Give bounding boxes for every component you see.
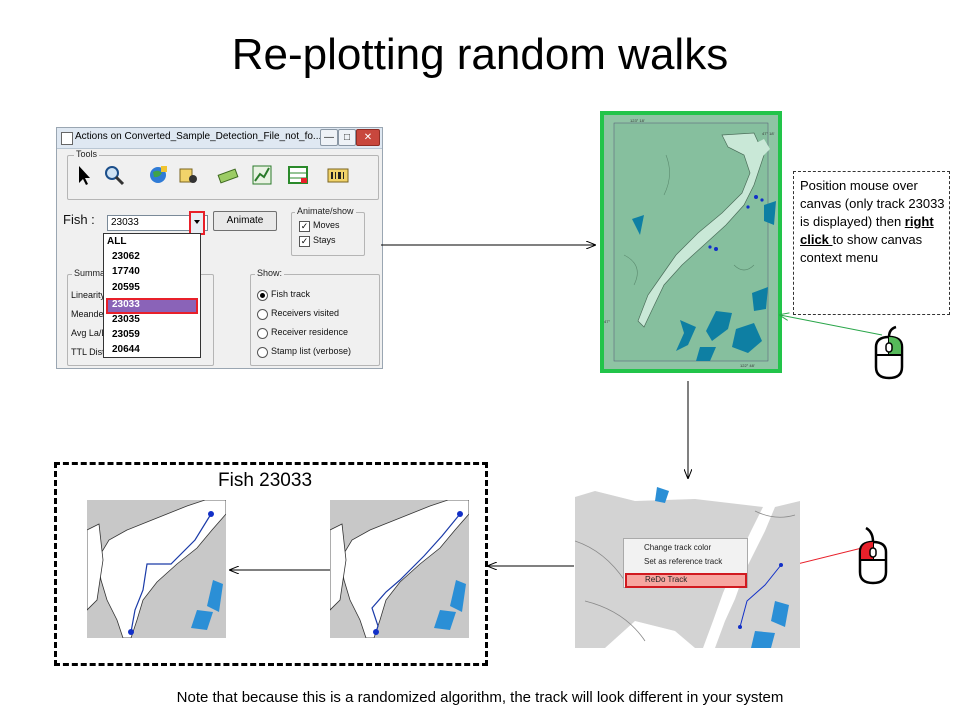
dropdown-selection-highlight xyxy=(106,298,198,314)
show-group: Show: xyxy=(250,268,380,366)
map-canvas-drawing: 123° 18' 47° 18' 47° 122° 48' xyxy=(604,118,776,368)
zoom-tool-icon[interactable] xyxy=(103,164,125,186)
random-walk-left-drawing xyxy=(87,500,226,638)
barcode-tool-icon[interactable] xyxy=(327,164,349,186)
dropdown-item[interactable]: 20644 xyxy=(112,344,140,355)
summary-row: Avg La/L xyxy=(71,328,107,338)
dropdown-item[interactable]: ALL xyxy=(107,236,127,247)
menu-item-redo-track[interactable]: ReDo Track xyxy=(625,573,747,588)
map-label: 122° 48' xyxy=(740,363,755,368)
chevron-down-icon xyxy=(194,220,200,224)
receiver-residence-radio[interactable] xyxy=(257,328,268,339)
dropdown-item[interactable]: 23035 xyxy=(112,314,140,325)
actions-window: Actions on Converted_Sample_Detection_Fi… xyxy=(56,127,383,369)
callout-text: Position mouse over canvas (only track 2… xyxy=(800,178,945,229)
animate-show-group: Animate/show xyxy=(291,206,365,256)
mouse-right-click-icon xyxy=(874,325,904,380)
context-map-drawing xyxy=(575,481,800,648)
moves-label: Moves xyxy=(313,220,340,230)
maximize-button[interactable]: □ xyxy=(338,129,356,146)
window-titlebar[interactable]: Actions on Converted_Sample_Detection_Fi… xyxy=(57,128,382,149)
redo-track-label: ReDo Track xyxy=(645,575,688,584)
map-canvas[interactable]: 123° 18' 47° 18' 47° 122° 48' xyxy=(600,111,782,373)
stays-label: Stays xyxy=(313,235,336,245)
close-button[interactable]: ✕ xyxy=(356,129,380,146)
app-icon xyxy=(61,132,73,145)
dropdown-item-selected[interactable]: 23033 xyxy=(112,299,140,310)
mouse-left-click-icon xyxy=(858,526,888,585)
summary-row: Meande xyxy=(71,309,104,319)
map-label: 47° xyxy=(604,319,610,324)
menu-item-set-reference[interactable]: Set as reference track xyxy=(644,557,723,566)
receiver-residence-label: Receiver residence xyxy=(271,327,349,337)
random-walk-right-drawing xyxy=(330,500,469,638)
fish-dropdown-list: ALL 23062 17740 20595 23033 23035 23059 … xyxy=(103,233,201,358)
tools-group-label: Tools xyxy=(74,149,100,159)
random-walk-panel-left xyxy=(87,500,226,638)
window-title: Actions on Converted_Sample_Detection_Fi… xyxy=(75,131,322,142)
map-label: 123° 18' xyxy=(630,118,645,123)
arrow-green-pointer xyxy=(780,315,883,336)
stamp-list-label: Stamp list (verbose) xyxy=(271,346,352,356)
map-label: 47° 18' xyxy=(762,131,775,136)
receivers-visited-label: Receivers visited xyxy=(271,308,340,318)
slide-title: Re-plotting random walks xyxy=(231,30,729,79)
callout-right-click: right click xyxy=(800,214,934,247)
instruction-callout: Position mouse over canvas (only track 2… xyxy=(793,171,950,315)
footer-note: Note that because this is a randomized a… xyxy=(176,689,784,706)
result-dashed-box xyxy=(54,462,488,666)
dropdown-item[interactable]: 23062 xyxy=(112,251,140,262)
fish-id-label: Fish 23033 xyxy=(218,470,313,491)
fish-track-label: Fish track xyxy=(271,289,311,299)
menu-item-change-color[interactable]: Change track color xyxy=(644,543,712,552)
table-tool-icon[interactable] xyxy=(287,164,309,186)
animate-show-label: Animate/show xyxy=(295,206,356,216)
dropdown-item[interactable]: 20595 xyxy=(112,282,140,293)
fish-combobox[interactable]: 23033 xyxy=(107,215,208,231)
receiver-tool-icon[interactable] xyxy=(177,164,199,186)
chart-tool-icon[interactable] xyxy=(251,164,273,186)
show-group-label: Show: xyxy=(255,268,285,278)
summary-group-label: Summar xyxy=(72,268,111,278)
minimize-button[interactable]: — xyxy=(320,129,338,146)
fish-track-radio[interactable] xyxy=(257,290,268,301)
tools-group: Tools xyxy=(67,149,379,200)
pointer-tool-icon[interactable] xyxy=(73,164,95,186)
random-walk-panel-right xyxy=(330,500,469,638)
draw-tool-icon[interactable] xyxy=(217,164,239,186)
animate-button[interactable]: Animate xyxy=(213,211,277,231)
dropdown-item[interactable]: 17740 xyxy=(112,266,140,277)
context-menu-map: Change track color Set as reference trac… xyxy=(575,481,800,648)
context-menu: Change track color Set as reference trac… xyxy=(623,538,748,588)
dropdown-item[interactable]: 23059 xyxy=(112,329,140,340)
globe-tool-icon[interactable] xyxy=(147,164,169,186)
stays-checkbox[interactable]: ✓ xyxy=(299,236,310,247)
fish-label: Fish : xyxy=(63,212,95,227)
callout-text-end: to show canvas context menu xyxy=(800,232,923,265)
summary-row: Linearity xyxy=(71,290,106,300)
receivers-visited-radio[interactable] xyxy=(257,309,268,320)
moves-checkbox[interactable]: ✓ xyxy=(299,221,310,232)
summary-row: TTL Dist xyxy=(71,347,105,357)
stamp-list-radio[interactable] xyxy=(257,347,268,358)
